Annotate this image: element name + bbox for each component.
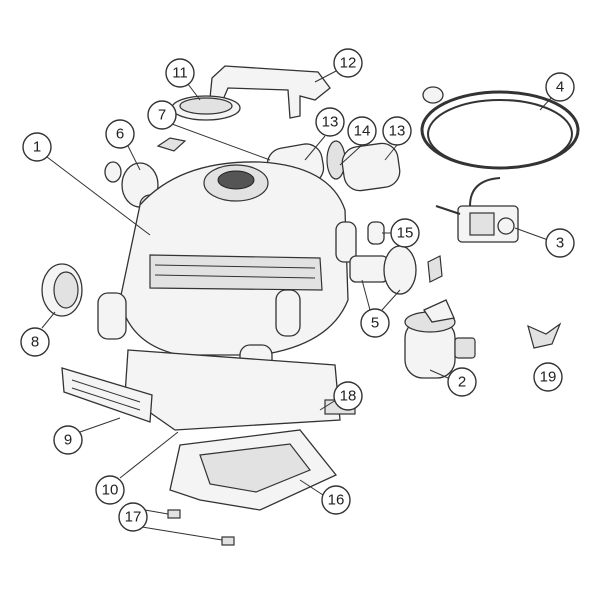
leader-lines <box>41 69 553 541</box>
svg-text:8: 8 <box>31 334 39 351</box>
callout-19: 19 <box>533 362 563 392</box>
callout-7: 7 <box>147 100 177 130</box>
small-clips-part <box>167 509 235 546</box>
svg-text:11: 11 <box>172 65 188 82</box>
power-supply-part <box>435 177 519 243</box>
callout-9: 9 <box>53 425 83 455</box>
callout-15: 15 <box>390 218 420 248</box>
svg-text:3: 3 <box>556 235 564 252</box>
robot-body-part <box>119 161 349 356</box>
clip-part <box>156 137 187 152</box>
svg-text:14: 14 <box>354 123 371 140</box>
callout-14: 14 <box>347 116 377 146</box>
pump-motor-part <box>404 299 476 379</box>
svg-text:15: 15 <box>397 225 414 242</box>
callout-12: 12 <box>333 48 363 78</box>
svg-text:17: 17 <box>125 509 142 526</box>
base-part <box>124 349 356 431</box>
filter-cap-part <box>171 95 241 121</box>
callout-13-left: 13 <box>315 107 345 137</box>
grille-part <box>61 367 153 423</box>
callout-2: 2 <box>447 367 477 397</box>
svg-text:13: 13 <box>389 123 406 140</box>
svg-text:9: 9 <box>64 432 72 449</box>
callout-11: 11 <box>165 58 195 88</box>
callout-8: 8 <box>20 327 50 357</box>
svg-text:19: 19 <box>540 369 557 386</box>
callout-3: 3 <box>545 228 575 258</box>
roller-part <box>367 221 385 245</box>
svg-text:16: 16 <box>328 492 345 509</box>
svg-text:6: 6 <box>116 126 124 143</box>
svg-text:1: 1 <box>33 139 41 156</box>
svg-text:5: 5 <box>371 315 379 332</box>
svg-text:10: 10 <box>102 482 119 499</box>
callout-18: 18 <box>333 381 363 411</box>
bottom-frame-part <box>169 429 338 511</box>
svg-text:18: 18 <box>340 388 357 405</box>
svg-text:7: 7 <box>158 107 166 124</box>
callout-10: 10 <box>95 475 125 505</box>
callout-5: 5 <box>360 308 390 338</box>
callout-13-right: 13 <box>382 116 412 146</box>
callout-16: 16 <box>321 485 351 515</box>
cable-coil-part <box>420 86 580 170</box>
svg-text:2: 2 <box>458 374 466 391</box>
callout-6: 6 <box>105 119 135 149</box>
tire-part <box>41 263 83 317</box>
callout-1: 1 <box>22 132 52 162</box>
callout-4: 4 <box>545 72 575 102</box>
svg-text:4: 4 <box>556 79 564 96</box>
drive-motor-part <box>349 245 443 295</box>
callout-17: 17 <box>118 502 148 532</box>
svg-text:12: 12 <box>340 55 357 72</box>
impeller-part <box>527 322 562 349</box>
svg-text:13: 13 <box>322 114 339 131</box>
